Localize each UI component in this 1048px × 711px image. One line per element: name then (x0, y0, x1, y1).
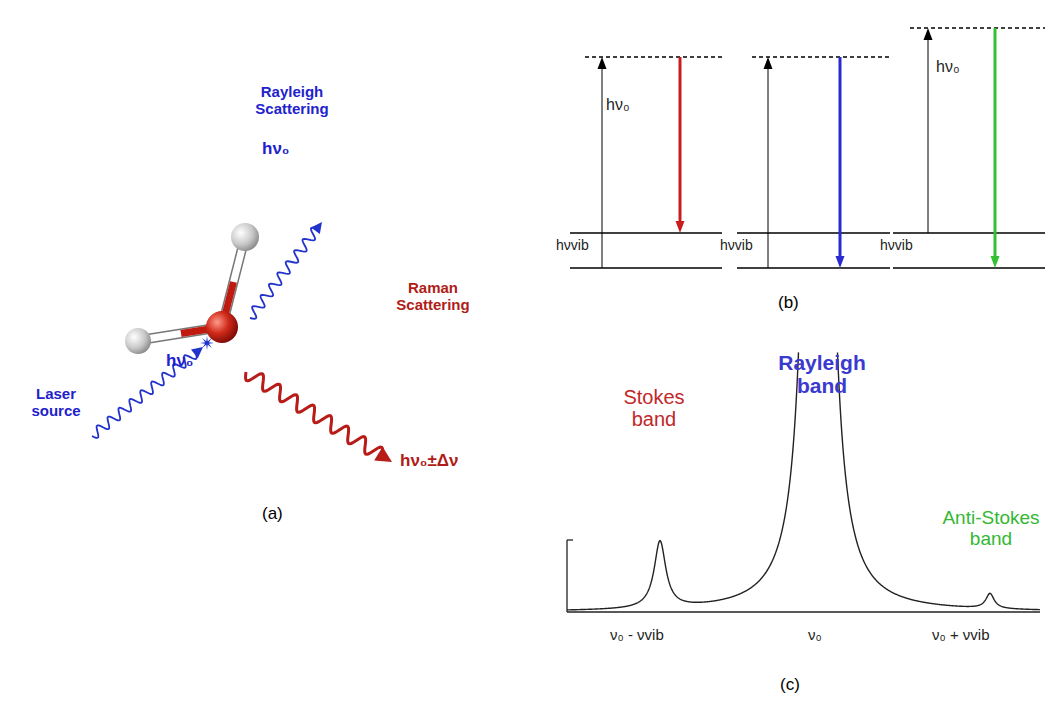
arrowhead (924, 28, 933, 40)
photon-energy: hν₀±Δν (400, 452, 459, 471)
transition-arrow (928, 38, 929, 233)
arrowhead (991, 256, 1000, 268)
transition-arrow (679, 57, 682, 223)
arrowhead (836, 256, 845, 268)
energy-label: hνvib (720, 238, 753, 253)
photon-wave (246, 372, 383, 454)
hydrogen-atom (125, 328, 151, 354)
panel-letter: (a) (262, 505, 283, 524)
source-label: Laser source (24, 386, 88, 419)
arrowhead (764, 57, 773, 69)
scattering-label: Raman Scattering (383, 280, 483, 313)
energy-label: hνvib (880, 238, 913, 253)
photon-energy: hν₀ (262, 140, 290, 159)
photon-wave (250, 228, 315, 319)
transition-arrow (839, 57, 842, 258)
hydrogen-atom (231, 223, 259, 251)
transition-arrow (994, 28, 997, 258)
arrowhead (374, 447, 392, 462)
impact-star (200, 336, 214, 350)
oxygen-atom (206, 311, 238, 343)
band-label: Anti-Stokes band (938, 508, 1044, 550)
arrowhead (311, 222, 322, 234)
transition-arrow (602, 67, 603, 268)
photon-wave (92, 353, 197, 438)
energy-label: hν₀ (606, 96, 630, 114)
panel-letter: (c) (780, 676, 800, 695)
arrowhead (598, 57, 607, 69)
band-label: Rayleigh band (752, 351, 892, 397)
arrowhead (676, 221, 685, 233)
energy-label: hν₀ (936, 58, 960, 76)
transition-arrow (768, 67, 769, 268)
energy-label: hνvib (556, 238, 589, 253)
panel-letter: (b) (778, 294, 799, 313)
water-molecule (125, 223, 259, 354)
band-label: Stokes band (614, 386, 694, 430)
axis-tick-label: ν₀ + νvib (932, 627, 990, 644)
axis-tick-label: ν₀ (808, 627, 822, 644)
scattering-label: Rayleigh Scattering (244, 84, 340, 117)
photon-energy: hν₀ (166, 352, 194, 371)
axis-tick-label: ν₀ - νvib (610, 627, 664, 644)
energy-level-diagrams (570, 28, 1045, 268)
